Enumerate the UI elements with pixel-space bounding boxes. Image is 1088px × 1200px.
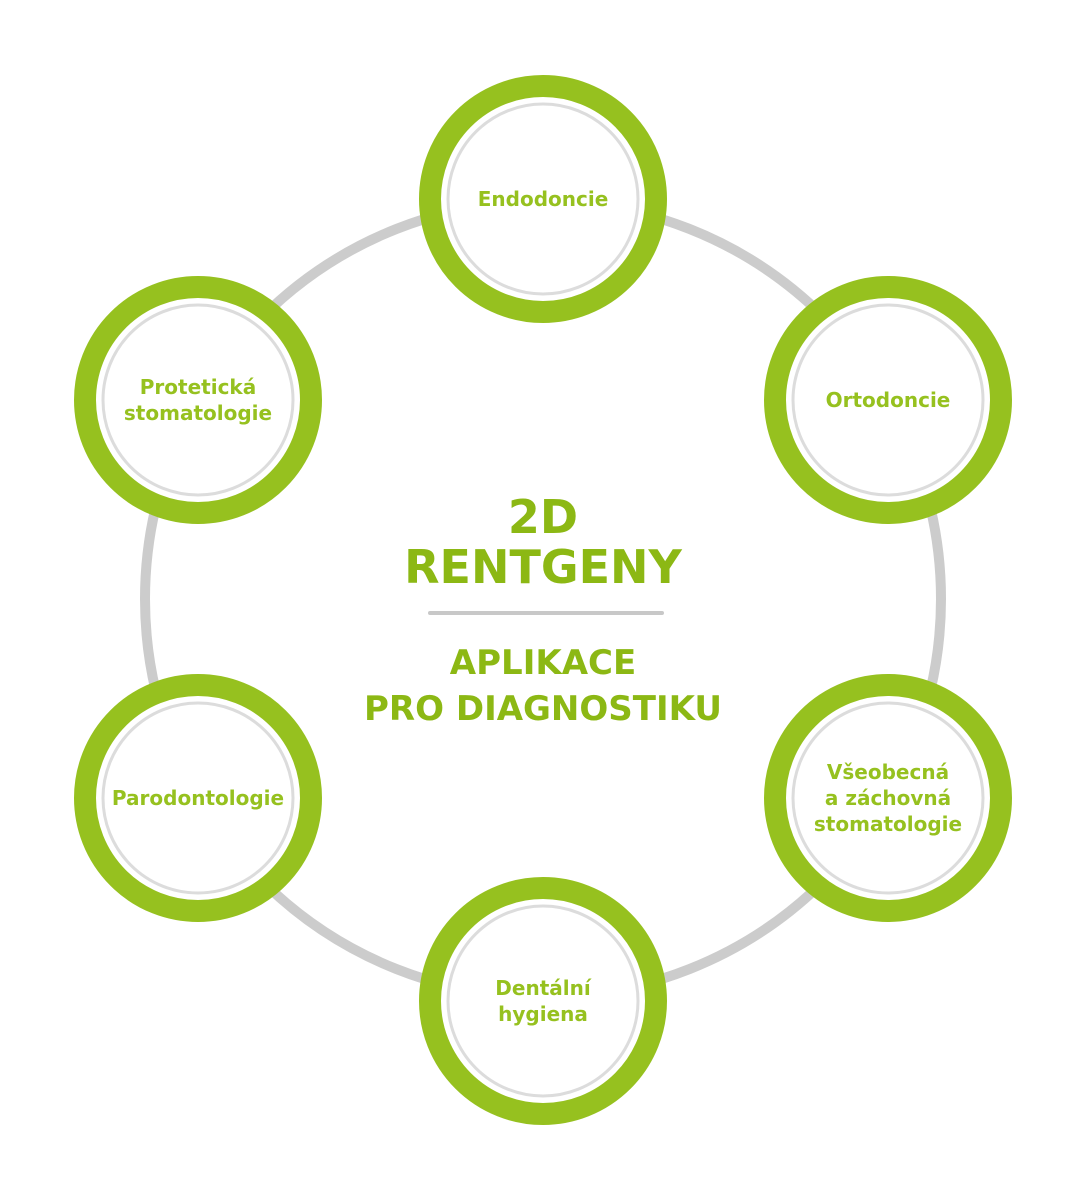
node-ring-inner [101, 303, 295, 497]
node-label: Parodontologie [112, 786, 284, 810]
node-ortodoncie: Ortodoncie [764, 276, 1012, 524]
node-label: Ortodoncie [826, 388, 951, 412]
node-ring-inner [446, 904, 640, 1098]
node-label-line: Všeobecná [827, 760, 949, 784]
center-title-line2: RENTGENY [404, 540, 682, 594]
node-label-line: Dentální [495, 976, 592, 1000]
node-label-line: stomatologie [124, 401, 272, 425]
node-ring-inner [791, 701, 985, 895]
center-subtitle-line2: PRO DIAGNOSTIKU [364, 689, 722, 729]
node-label-line: a záchovná [825, 786, 951, 810]
node-endodoncie: Endodoncie [419, 75, 667, 323]
node-label-line: hygiena [498, 1002, 588, 1026]
node-label-line: stomatologie [814, 812, 962, 836]
node-ring-inner [101, 701, 295, 895]
node-label-line: Parodontologie [112, 786, 284, 810]
node-label-line: Ortodoncie [826, 388, 951, 412]
node-ring-inner [446, 102, 640, 296]
node-label-line: Endodoncie [478, 187, 609, 211]
center-subtitle: APLIKACE PRO DIAGNOSTIKU [364, 643, 722, 729]
node-parodontologie: Parodontologie [74, 674, 322, 922]
node-label-line: Protetická [140, 375, 256, 399]
center-title: 2D RENTGENY [404, 490, 682, 594]
center-title-line1: 2D [508, 490, 578, 544]
node-label: Endodoncie [478, 187, 609, 211]
node-ring-inner [791, 303, 985, 497]
center-subtitle-line1: APLIKACE [450, 643, 636, 683]
